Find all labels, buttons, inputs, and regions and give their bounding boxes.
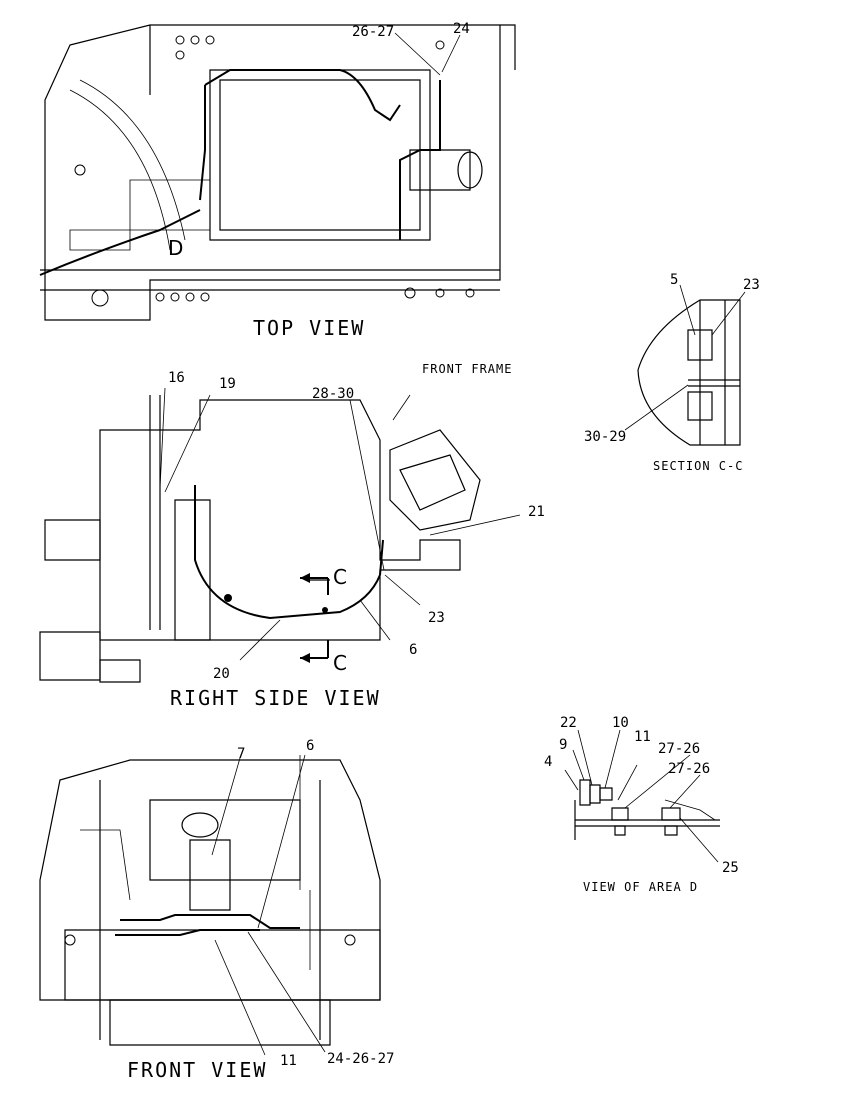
callout-5: 5 — [670, 272, 678, 288]
section-cc: 5 23 30-29 SECTION C-C — [584, 272, 760, 473]
callout-9: 9 — [559, 737, 567, 753]
section-marker-c-upper: C — [333, 565, 347, 589]
callout-26-27-top: 26-27 — [352, 24, 394, 40]
callout-10: 10 — [612, 715, 629, 731]
callout-23-side: 23 — [428, 610, 445, 626]
callout-30-29: 30-29 — [584, 429, 626, 445]
front-view: 7 6 11 24-26-27 FRONT VIEW — [39, 738, 394, 1082]
callout-11-area-d: 11 — [634, 729, 651, 745]
callout-21: 21 — [528, 504, 545, 520]
top-view: 26-27 24 D TOP VIEW — [39, 21, 516, 340]
callout-27-26-lower: 27-26 — [668, 761, 710, 777]
front-frame-label: FRONT FRAME — [422, 362, 512, 376]
callout-4: 4 — [544, 754, 552, 770]
callout-28-30: 28-30 — [312, 386, 354, 402]
callout-7: 7 — [237, 746, 245, 762]
area-d-marker: D — [168, 236, 183, 260]
callout-11-front: 11 — [280, 1053, 297, 1069]
callout-24-top: 24 — [453, 21, 470, 37]
callout-23-section: 23 — [743, 277, 760, 293]
section-marker-c-lower: C — [333, 651, 347, 675]
right-side-view: 16 19 28-30 FRONT FRAME 21 23 6 20 C C R… — [39, 362, 545, 710]
area-d-view: 4 9 22 10 11 27-26 27-26 25 VIEW OF AREA… — [544, 715, 739, 894]
callout-16: 16 — [168, 370, 185, 386]
callout-6-side: 6 — [409, 642, 417, 658]
callout-27-26-upper: 27-26 — [658, 741, 700, 757]
front-view-title: FRONT VIEW — [127, 1058, 267, 1082]
callout-25: 25 — [722, 860, 739, 876]
callout-22: 22 — [560, 715, 577, 731]
callout-24-26-27: 24-26-27 — [327, 1051, 394, 1067]
callout-6-front: 6 — [306, 738, 314, 754]
right-side-view-title: RIGHT SIDE VIEW — [170, 686, 381, 710]
callout-20: 20 — [213, 666, 230, 682]
section-cc-title: SECTION C-C — [653, 459, 743, 473]
area-d-title: VIEW OF AREA D — [583, 880, 698, 894]
top-view-title: TOP VIEW — [253, 316, 365, 340]
callout-19: 19 — [219, 376, 236, 392]
